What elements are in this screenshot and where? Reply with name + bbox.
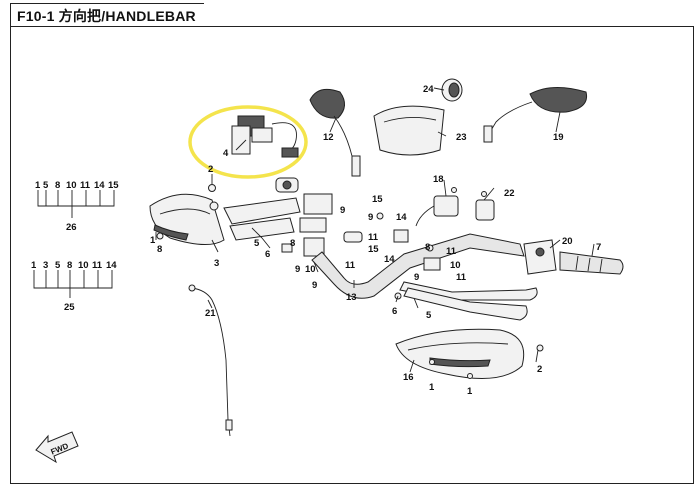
callout-9-mid: 9 xyxy=(295,264,300,275)
right-handguard-bar[interactable] xyxy=(399,281,538,321)
callout-12: 12 xyxy=(323,132,334,143)
kit-25-labels: 1 3 5 8 10 11 14 25 xyxy=(31,260,117,313)
switch-18[interactable] xyxy=(415,195,459,227)
callout-labels: 4 2 1 8 3 5 6 8 9 10 9 12 23 24 19 18 22… xyxy=(150,84,601,397)
kit-25-part-4: 8 xyxy=(67,260,72,271)
callout-14-mid: 14 xyxy=(384,254,395,265)
kit-26-part-3: 8 xyxy=(55,180,60,191)
callout-23: 23 xyxy=(456,132,467,143)
kit-26-part-4: 10 xyxy=(66,180,77,191)
kit-26-part-5: 11 xyxy=(80,180,91,191)
kit-25-part-5: 10 xyxy=(78,260,89,271)
callout-19: 19 xyxy=(553,132,564,143)
kit-26-part-2: 5 xyxy=(43,180,49,191)
callout-8-left: 8 xyxy=(157,244,162,255)
kit-25-part-6: 11 xyxy=(92,260,103,271)
title-bar: F10-1 方向把/HANDLEBAR xyxy=(10,3,204,27)
callout-10-mid: 10 xyxy=(305,264,316,275)
callout-11-right: 11 xyxy=(446,246,457,257)
callout-1-low: 1 xyxy=(467,386,473,397)
callout-5-right: 5 xyxy=(426,310,432,321)
throttle-cable[interactable] xyxy=(188,284,233,437)
kit-tree-26 xyxy=(37,190,115,218)
handlebar-cover[interactable] xyxy=(373,105,445,156)
callout-2-left: 2 xyxy=(208,164,213,175)
kit-25-number: 25 xyxy=(64,302,75,313)
callout-1-right: 1 xyxy=(429,382,435,393)
highlight-ring xyxy=(188,105,308,179)
left-mirror[interactable] xyxy=(309,88,361,177)
connector-22[interactable] xyxy=(475,199,495,221)
right-handguard[interactable] xyxy=(395,328,525,379)
callout-15-mid: 15 xyxy=(368,244,379,255)
callout-9-top: 9 xyxy=(368,212,373,223)
kit-26-part-7: 15 xyxy=(108,180,119,191)
callout-13: 13 xyxy=(346,292,357,303)
page-title: F10-1 方向把/HANDLEBAR xyxy=(17,8,196,24)
kit-25-part-1: 1 xyxy=(31,260,37,271)
callout-11-low: 11 xyxy=(456,272,467,283)
kit-26-labels: 1 5 8 10 11 14 15 26 xyxy=(35,180,119,233)
right-switch-housing[interactable] xyxy=(523,239,557,275)
right-mirror[interactable] xyxy=(483,87,588,143)
callout-9-right: 9 xyxy=(414,272,419,283)
callout-11-top: 11 xyxy=(368,232,379,243)
kit-25-part-3: 5 xyxy=(55,260,61,271)
callout-3: 3 xyxy=(214,258,219,269)
kit-26-part-6: 14 xyxy=(94,180,105,191)
left-mount-bracket[interactable] xyxy=(208,184,301,241)
callout-24: 24 xyxy=(423,84,434,95)
callout-9-clamp: 9 xyxy=(340,205,345,216)
callout-2-right: 2 xyxy=(537,364,542,375)
callout-22: 22 xyxy=(504,188,515,199)
callout-4: 4 xyxy=(223,148,229,159)
handlebar-tube[interactable] xyxy=(311,233,525,299)
left-handguard[interactable] xyxy=(149,193,225,245)
kit-26-number: 26 xyxy=(66,222,77,233)
master-cylinder[interactable] xyxy=(231,115,299,158)
callout-20: 20 xyxy=(562,236,573,247)
clamp-assembly[interactable] xyxy=(275,177,333,257)
cap[interactable] xyxy=(441,78,463,102)
callout-1-left: 1 xyxy=(150,235,156,246)
callout-21: 21 xyxy=(205,308,216,319)
callout-15-top: 15 xyxy=(372,194,383,205)
callout-7: 7 xyxy=(596,242,601,253)
kit-25-part-7: 14 xyxy=(106,260,117,271)
bolts xyxy=(156,187,544,379)
callout-10-right: 10 xyxy=(450,260,461,271)
right-grip[interactable] xyxy=(559,251,624,275)
callout-5-left: 5 xyxy=(254,238,260,249)
callout-14-top: 14 xyxy=(396,212,407,223)
callout-11-mid: 11 xyxy=(345,260,356,271)
callout-18: 18 xyxy=(433,174,444,185)
leader-lines xyxy=(155,87,595,373)
diagram-frame xyxy=(10,26,694,484)
kit-tree-25 xyxy=(33,270,113,298)
kit-25-part-2: 3 xyxy=(43,260,48,271)
callout-6-left: 6 xyxy=(265,249,270,260)
callout-8-right: 8 xyxy=(425,242,430,253)
callout-8-mid: 8 xyxy=(290,238,295,249)
bar-clamps[interactable] xyxy=(343,229,441,271)
fwd-arrow: FWD xyxy=(35,431,79,464)
callout-9-low: 9 xyxy=(312,280,317,291)
kit-26-part-1: 1 xyxy=(35,180,41,191)
callout-6-right: 6 xyxy=(392,306,397,317)
callout-16: 16 xyxy=(403,372,414,383)
